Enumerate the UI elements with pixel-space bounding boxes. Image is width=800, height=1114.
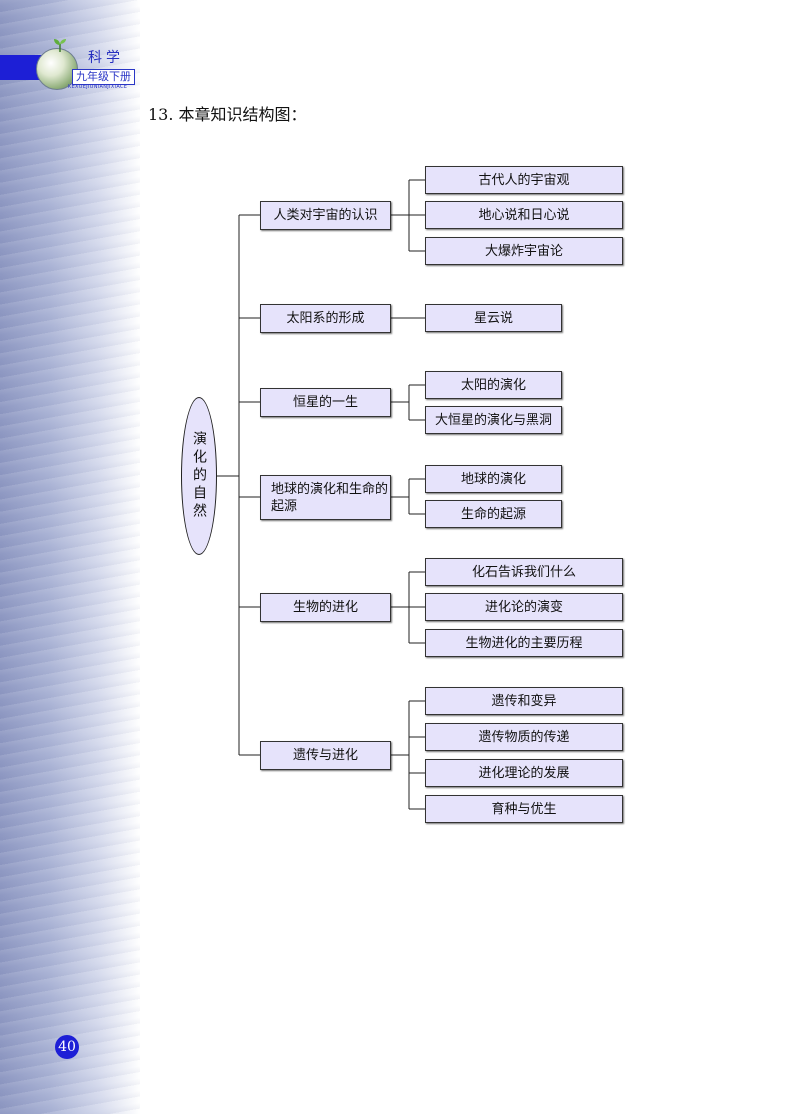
leaf-node: 古代人的宇宙观 — [425, 166, 623, 194]
page-number: 40 — [55, 1035, 79, 1059]
leaf-node: 进化论的演变 — [425, 593, 623, 621]
leaf-node: 太阳的演化 — [425, 371, 562, 399]
leaf-node: 地球的演化 — [425, 465, 562, 493]
branch-node-heredity-evolution: 遗传与进化 — [260, 741, 391, 770]
leaf-node: 地心说和日心说 — [425, 201, 623, 229]
leaf-node: 生命的起源 — [425, 500, 562, 528]
leaf-node: 育种与优生 — [425, 795, 623, 823]
leaf-node: 遗传和变异 — [425, 687, 623, 715]
book-pinyin-label: KEXUEJIUNIANJIXIACE — [68, 84, 128, 90]
leaf-node: 遗传物质的传递 — [425, 723, 623, 751]
leaf-node: 进化理论的发展 — [425, 759, 623, 787]
book-grade-label: 九年级下册 — [72, 69, 135, 85]
leaf-node: 大恒星的演化与黑洞 — [425, 406, 562, 434]
branch-node-universe: 人类对宇宙的认识 — [260, 201, 391, 230]
branch-node-biological-evolution: 生物的进化 — [260, 593, 391, 622]
decorative-side-band — [0, 0, 140, 1114]
branch-node-star-life: 恒星的一生 — [260, 388, 391, 417]
book-subject-title: 科学 — [88, 50, 124, 66]
branch-node-earth-life: 地球的演化和生命的起源 — [260, 475, 391, 520]
leaf-node: 星云说 — [425, 304, 562, 332]
leaf-node: 大爆炸宇宙论 — [425, 237, 623, 265]
root-node-label: 演化的自然 — [191, 431, 207, 521]
branch-node-solar-system: 太阳系的形成 — [260, 304, 391, 333]
root-node: 演化的自然 — [181, 397, 217, 555]
leaf-node: 化石告诉我们什么 — [425, 558, 623, 586]
sprout-icon — [54, 39, 66, 52]
leaf-node: 生物进化的主要历程 — [425, 629, 623, 657]
section-title: 13. 本章知识结构图： — [148, 105, 307, 124]
